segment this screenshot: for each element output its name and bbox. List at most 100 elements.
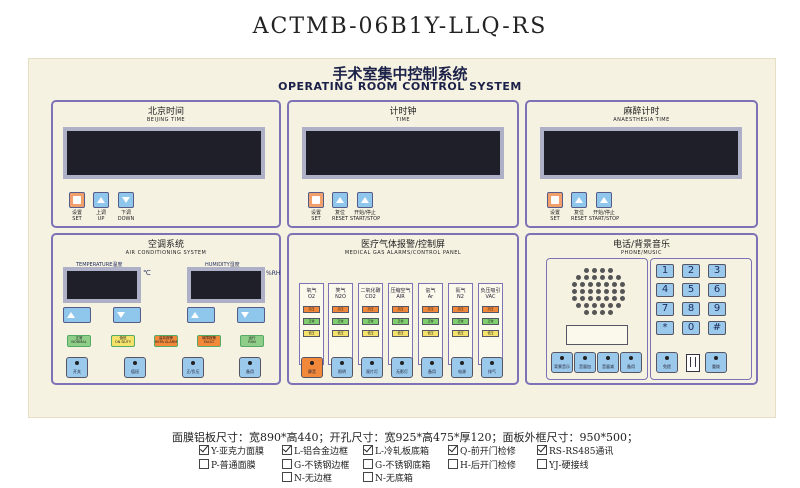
xray-viewer-button[interactable]: 观片灯	[361, 357, 383, 378]
keypad-key[interactable]: 9	[708, 302, 726, 316]
mute-button[interactable]: 静音	[301, 357, 323, 378]
status-hepa-alarm-light	[154, 335, 178, 347]
keypad-key[interactable]: 7	[656, 302, 674, 316]
keypad-key[interactable]: 4	[656, 283, 674, 297]
button-label-cn: 设置	[310, 210, 321, 216]
speaker-grille-dot	[616, 275, 621, 280]
section-title-en: BEIJING TIME	[146, 117, 186, 123]
gas-name-cn: 氮气	[455, 288, 466, 294]
low-pressure-light: 低压	[392, 330, 409, 337]
status-label-cn: 高效报警	[159, 336, 173, 340]
ac-duty-button[interactable]: 值班	[124, 357, 146, 378]
status-label-cn: 正常	[75, 336, 83, 340]
or-lamp-button[interactable]: 无影灯	[391, 357, 413, 378]
button-label-cn: 开始/停止	[354, 210, 376, 216]
start-stop-button[interactable]	[596, 192, 612, 208]
spec-option: Q-前开门检修	[448, 444, 516, 457]
anaesthesia-display	[540, 127, 742, 179]
option-label: Q-前开门检修	[460, 447, 516, 457]
ac-pressure-button[interactable]: 正/负压	[182, 357, 204, 378]
humidity-display	[187, 267, 265, 303]
checkbox[interactable]	[448, 445, 458, 455]
normal-light: 正常	[392, 318, 409, 325]
high-pressure-light: 高压	[482, 306, 499, 313]
reset-button[interactable]	[571, 192, 587, 208]
checkbox[interactable]	[282, 472, 292, 482]
button-label: 正/负压	[186, 369, 200, 374]
speaker-grille-dot	[600, 268, 605, 273]
option-label: G-不锈钢底箱	[375, 461, 431, 471]
volume-down-button[interactable]: 音量减	[597, 352, 619, 373]
button-label: 排气	[488, 369, 496, 374]
keypad-key[interactable]: 6	[708, 283, 726, 297]
checkbox[interactable]	[363, 445, 373, 455]
low-pressure-light: 低压	[362, 330, 379, 337]
handset-icon	[686, 354, 700, 372]
spec-option: G-不锈钢边框	[282, 458, 349, 471]
panel-title-en: OPERATING ROOM CONTROL SYSTEM	[278, 80, 522, 93]
checkbox[interactable]	[363, 459, 373, 469]
low-pressure-light: 低压	[482, 330, 499, 337]
normal-light: 正常	[482, 318, 499, 325]
redial-button[interactable]: 重拨	[705, 352, 727, 373]
lighting-button[interactable]: 照明	[331, 357, 353, 378]
keypad-key[interactable]: #	[708, 321, 726, 335]
temp-down-button[interactable]	[113, 307, 141, 323]
phone-spare-button[interactable]: 备用	[620, 352, 642, 373]
checkbox[interactable]	[282, 459, 292, 469]
volume-up-button[interactable]: 音量加	[574, 352, 596, 373]
status-label-en: ON DUTY	[114, 340, 132, 344]
section-title-en: PHONE/MUSIC	[621, 250, 662, 256]
speaker-grille-dot	[596, 289, 601, 294]
music-button[interactable]: 背景音乐	[551, 352, 573, 373]
handsfree-button[interactable]: 免提	[656, 352, 678, 373]
normal-light: 正常	[332, 318, 349, 325]
reset-button[interactable]	[332, 192, 348, 208]
button-label-cn: 设置	[549, 210, 560, 216]
button-label-en: SET	[311, 216, 321, 222]
spec-option: H-后开门检修	[448, 458, 516, 471]
keypad-key[interactable]: 0	[682, 321, 700, 335]
status-fault-light	[197, 335, 221, 347]
section-title-cn: 麻醉计时	[623, 107, 660, 117]
timer-display	[302, 127, 504, 179]
status-label-en: FAULT	[203, 340, 215, 344]
checkbox[interactable]	[537, 445, 547, 455]
exhaust-button[interactable]: 排气	[481, 357, 503, 378]
ac-on-off-button[interactable]: 开关	[66, 357, 88, 378]
humidity-up-button[interactable]	[187, 307, 215, 323]
up-button[interactable]	[93, 192, 109, 208]
set-button[interactable]	[308, 192, 324, 208]
speaker-grille-dot	[608, 268, 613, 273]
keypad-key[interactable]: 2	[682, 264, 700, 278]
keypad-key[interactable]: 8	[682, 302, 700, 316]
checkbox[interactable]	[537, 459, 547, 469]
status-label-cn: 运行	[248, 336, 256, 340]
keypad-key[interactable]: *	[656, 321, 674, 335]
keypad-key[interactable]: 5	[682, 283, 700, 297]
ac-spare-button[interactable]: 备用	[239, 357, 261, 378]
button-label: 观片灯	[366, 369, 378, 374]
temp-up-button[interactable]	[63, 307, 91, 323]
keypad-key[interactable]: 1	[656, 264, 674, 278]
speaker-grille-dot	[604, 289, 609, 294]
power-button[interactable]: 电源	[451, 357, 473, 378]
speaker-grille-dot	[600, 303, 605, 308]
down-button[interactable]	[118, 192, 134, 208]
checkbox[interactable]	[448, 459, 458, 469]
checkbox[interactable]	[363, 472, 373, 482]
speaker-grille-dot	[620, 282, 625, 287]
checkbox[interactable]	[199, 459, 209, 469]
button-label-cn: 上调	[95, 210, 106, 216]
checkbox[interactable]	[199, 445, 209, 455]
start-stop-button[interactable]	[357, 192, 373, 208]
gas-name-en: O2	[307, 294, 316, 300]
set-button[interactable]	[547, 192, 563, 208]
humidity-down-button[interactable]	[237, 307, 265, 323]
button-label: 音量减	[602, 364, 614, 369]
keypad-key[interactable]: 3	[708, 264, 726, 278]
checkbox[interactable]	[282, 445, 292, 455]
spare-button[interactable]: 备用	[421, 357, 443, 378]
set-button[interactable]	[69, 192, 85, 208]
normal-light: 正常	[303, 318, 320, 325]
